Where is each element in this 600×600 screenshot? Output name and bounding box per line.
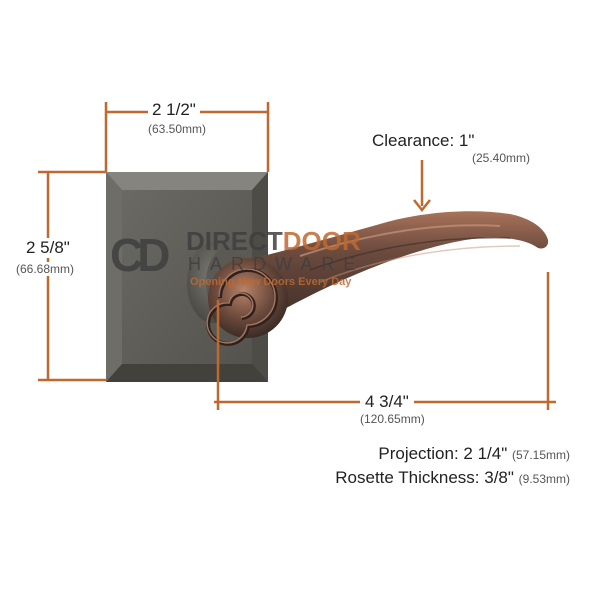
rosette-thickness-metric: (9.53mm) — [518, 472, 570, 486]
height-dimension-value: 2 5/8" — [24, 238, 72, 258]
length-dimension-metric: (120.65mm) — [360, 412, 425, 426]
watermark-word-door: DOOR — [282, 226, 361, 256]
projection-label: Projection: 2 1/4" — [378, 444, 508, 463]
watermark-logo-letters: CD — [110, 229, 171, 281]
clearance-label: Clearance: 1" — [372, 131, 475, 150]
projection-metric: (57.15mm) — [511, 448, 570, 462]
watermark-brand: DIRECTDOOR — [186, 226, 361, 257]
watermark: CD DIRECTDOOR HARDWARE Opening New Doors… — [110, 226, 400, 306]
rosette-thickness-spec: Rosette Thickness: 3/8" (9.53mm) — [335, 468, 570, 488]
width-dimension-value: 2 1/2" — [148, 100, 200, 120]
width-dimension-metric: (63.50mm) — [148, 122, 207, 136]
lever-handle — [206, 211, 549, 346]
clearance-metric: (25.40mm) — [472, 151, 531, 165]
watermark-hardware: HARDWARE — [188, 254, 365, 274]
watermark-word-direct: DIRECT — [186, 226, 283, 256]
watermark-tagline: Opening New Doors Every Day — [190, 276, 352, 288]
watermark-logo-mark: CD — [110, 228, 171, 282]
rosette-thickness-label: Rosette Thickness: 3/8" — [335, 468, 514, 487]
height-dimension-metric: (66.68mm) — [16, 262, 75, 276]
projection-spec: Projection: 2 1/4" (57.15mm) — [378, 444, 570, 464]
length-dimension-value: 4 3/4" — [360, 392, 414, 412]
